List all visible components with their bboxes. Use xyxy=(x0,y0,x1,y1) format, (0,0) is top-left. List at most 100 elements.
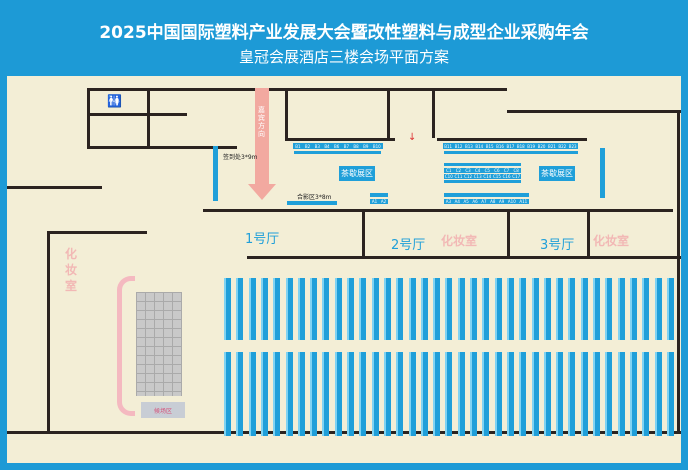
booth-a7: A7 xyxy=(481,199,487,204)
wall xyxy=(47,231,50,431)
seat-column xyxy=(297,352,305,436)
seat-column xyxy=(310,352,318,436)
photo-area xyxy=(287,201,337,205)
booth-c1: C1 xyxy=(446,168,452,173)
booth-b11: B11 xyxy=(444,143,453,149)
seat-column xyxy=(322,278,330,340)
booth-c13: C13 xyxy=(473,174,482,179)
seat-column xyxy=(248,352,256,436)
seat-column xyxy=(236,278,244,340)
booth-c11: C11 xyxy=(454,174,463,179)
booth-b21: B21 xyxy=(548,143,556,149)
booth-c16: C16 xyxy=(502,174,511,179)
seat-column xyxy=(457,278,465,340)
booth-bar xyxy=(444,180,521,183)
seat-column xyxy=(420,352,428,436)
booth-c2: C2 xyxy=(455,168,462,173)
booth-b8: B8 xyxy=(353,143,359,149)
seat-column xyxy=(519,352,527,436)
wall xyxy=(7,431,681,434)
seat-column xyxy=(359,352,367,436)
seat-column xyxy=(617,278,625,340)
booth-a1: A1 xyxy=(371,199,378,204)
wall xyxy=(507,209,510,259)
seat-column xyxy=(445,352,453,436)
seat-column xyxy=(347,278,354,340)
seat-column xyxy=(629,352,637,436)
tea-zone-right: 茶歇展区 xyxy=(539,166,575,181)
seat-column xyxy=(556,278,564,340)
seat-column xyxy=(470,352,477,436)
booth-a6: A6 xyxy=(472,199,478,204)
seat-column xyxy=(433,278,441,340)
wall xyxy=(87,88,90,148)
booth-bar xyxy=(444,193,529,197)
booth-bar xyxy=(600,148,605,198)
booth-b1: B1 xyxy=(295,143,301,149)
makeup-room-left: 化妆室 xyxy=(65,247,78,293)
seat-column xyxy=(371,352,379,436)
seat-column xyxy=(347,352,354,436)
wall xyxy=(87,113,187,116)
booth-b10: B10 xyxy=(372,143,381,149)
wall xyxy=(437,138,587,141)
seat-column xyxy=(224,352,231,436)
booth-c17: C17 xyxy=(512,174,521,179)
seat-column xyxy=(605,278,613,340)
page-subtitle: 皇冠会展酒店三楼会场平面方案 xyxy=(238,48,449,66)
seat-column xyxy=(248,278,256,340)
booth-a3: A3 xyxy=(445,199,452,204)
seat-column xyxy=(334,278,342,340)
booth-b19: B19 xyxy=(527,143,536,149)
seat-column xyxy=(654,352,662,436)
seat-column xyxy=(654,278,662,340)
seat-column xyxy=(506,278,514,340)
seat-column xyxy=(396,352,404,436)
booth-b3: B3 xyxy=(314,143,320,149)
walk-path xyxy=(117,276,135,416)
booth-c8: C8 xyxy=(513,168,519,173)
seat-column xyxy=(642,352,650,436)
booth-c12: C12 xyxy=(464,174,472,179)
seat-column xyxy=(371,278,379,340)
signin-desk xyxy=(213,146,218,201)
seat-column xyxy=(408,352,416,436)
seat-column xyxy=(273,278,281,340)
wall xyxy=(203,209,673,212)
seat-column xyxy=(322,352,330,436)
booth-c6: C6 xyxy=(494,168,500,173)
booth-b23: B23 xyxy=(568,143,577,149)
booth-b14: B14 xyxy=(475,143,484,149)
seat-column xyxy=(359,278,367,340)
seat-column xyxy=(543,352,551,436)
booth-b6: B6 xyxy=(334,143,340,149)
booth-b17: B17 xyxy=(506,143,515,149)
hall-2-label: 2号厅 xyxy=(391,238,426,253)
booth-b2: B2 xyxy=(304,143,311,149)
seat-column xyxy=(396,278,404,340)
seat-column xyxy=(494,352,502,436)
booth-c3: C3 xyxy=(465,168,471,173)
booth-c4: C4 xyxy=(475,168,481,173)
wall xyxy=(285,138,395,141)
seat-column xyxy=(224,278,231,340)
seat-column xyxy=(310,278,318,340)
booth-a11: A11 xyxy=(519,199,528,204)
seat-column xyxy=(568,278,576,340)
seat-column xyxy=(593,352,600,436)
signin-label: 签到处3*9m xyxy=(223,154,258,161)
seat-column xyxy=(285,352,293,436)
seat-column xyxy=(531,352,539,436)
seat-column xyxy=(580,352,588,436)
booth-a9: A9 xyxy=(499,199,505,204)
wall xyxy=(387,88,390,138)
booth-a10: A10 xyxy=(507,199,516,204)
booth-b12: B12 xyxy=(454,143,463,149)
seat-column xyxy=(519,278,527,340)
seat-column xyxy=(236,352,244,436)
wall xyxy=(677,110,680,434)
booth-bar xyxy=(294,151,381,154)
